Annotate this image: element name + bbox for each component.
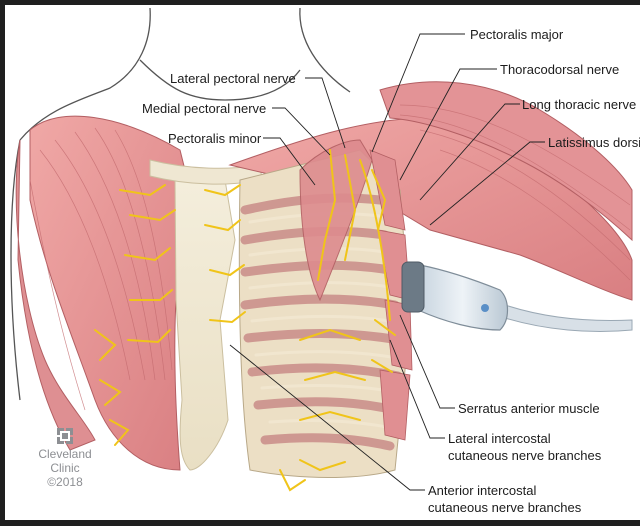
- label-long-thoracic-nerve: Long thoracic nerve: [522, 96, 636, 113]
- label-serratus-anterior: Serratus anterior muscle: [458, 400, 600, 417]
- cleveland-clinic-cross-logo-icon: [57, 428, 73, 444]
- label-pectoralis-major: Pectoralis major: [470, 26, 563, 43]
- label-anterior-intercostal: Anterior intercostal cutaneous nerve bra…: [428, 482, 581, 516]
- label-anterior-intercostal-line2: cutaneous nerve branches: [428, 500, 581, 515]
- label-lateral-intercostal: Lateral intercostal cutaneous nerve bran…: [448, 430, 601, 464]
- label-medial-pectoral-nerve: Medial pectoral nerve: [142, 100, 266, 117]
- label-lateral-intercostal-line2: cutaneous nerve branches: [448, 448, 601, 463]
- label-lateral-pectoral-nerve: Lateral pectoral nerve: [170, 70, 296, 87]
- label-pectoralis-minor: Pectoralis minor: [168, 130, 261, 147]
- label-lateral-intercostal-line1: Lateral intercostal: [448, 431, 551, 446]
- label-anterior-intercostal-line1: Anterior intercostal: [428, 483, 536, 498]
- cleveland-clinic-logo: Cleveland Clinic ©2018: [30, 428, 100, 489]
- logo-line-3: ©2018: [30, 475, 100, 489]
- label-latissimus-dorsi: Latissimus dorsi: [548, 134, 640, 151]
- logo-line-1: Cleveland: [30, 447, 100, 461]
- logo-line-2: Clinic: [30, 461, 100, 475]
- label-thoracodorsal-nerve: Thoracodorsal nerve: [500, 61, 619, 78]
- sternum: [175, 176, 235, 470]
